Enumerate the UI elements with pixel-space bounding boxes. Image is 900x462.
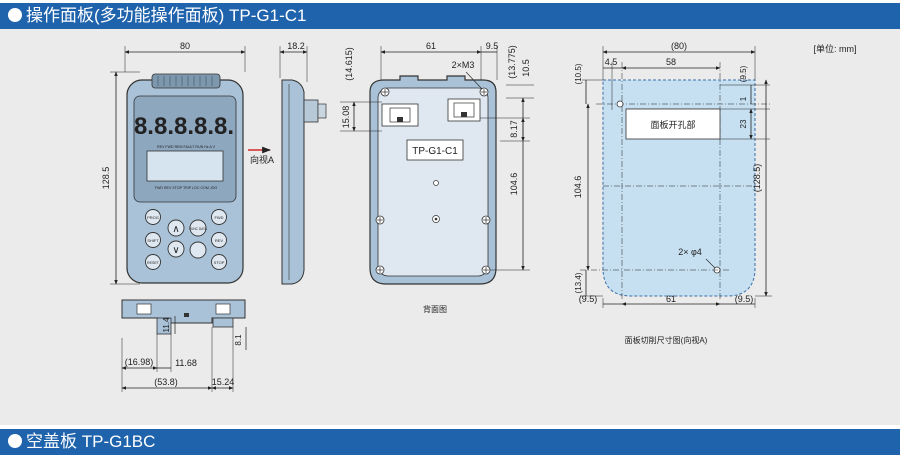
indicator-labels: REV FWD REM FAULT RUN Hz A V — [157, 145, 216, 149]
dim-back-104-6: 104.6 — [509, 173, 519, 196]
dim-cut-9-5-top: (9.5) — [739, 65, 748, 82]
cutout-hole-label: 面板开孔部 — [650, 119, 695, 130]
section-title: 空盖板 TP-G1BC — [26, 432, 156, 451]
dim-cut-1: 1 — [739, 96, 748, 101]
dim-53-8: (53.8) — [154, 377, 178, 387]
rev-key[interactable]: REV — [215, 238, 224, 243]
back-view-caption: 背面图 — [423, 304, 447, 314]
model-label: TP-G1-C1 — [412, 146, 458, 157]
dim-height: 128.5 — [101, 167, 111, 190]
section-header-tp-g1-c1: 操作面板(多功能操作面板) TP-G1-C1 — [0, 3, 900, 29]
status-labels: FWD REV STOP TRIP LOC COM JOG — [155, 186, 218, 190]
dim-cut-9-5-left: (9.5) — [579, 294, 598, 304]
dim-8-17: 8.17 — [509, 120, 519, 138]
holes-label: 2× φ4 — [678, 247, 702, 257]
back-view: 61 9.5 (14.615) (13.775) 10.5 — [340, 41, 534, 314]
up-key[interactable]: ∧ — [172, 224, 179, 235]
dim-cut-58: 58 — [666, 57, 676, 67]
cutout-caption: 面板切削尺寸图(向视A) — [625, 335, 708, 345]
dim-cut-10-5: (10.5) — [574, 63, 583, 84]
side-view: 18.2 — [279, 41, 327, 285]
stop-key[interactable]: STOP — [214, 260, 225, 265]
dim-depth: 18.2 — [287, 41, 305, 51]
keypad: PROG SHIFT RESET ∧ ∨ FUNC DATA FWD REV S… — [145, 209, 227, 270]
dim-cut-104-6: 104.6 — [573, 176, 583, 199]
dim-back-9-5: 9.5 — [486, 41, 499, 51]
dim-cut-128-5: (128.5) — [752, 164, 762, 193]
dim-back-10-5: 10.5 — [521, 59, 531, 77]
dim-cut-23: 23 — [739, 119, 748, 128]
cutout-view: (80) 4.5 58 (9.5) 1 23 (10.5) 面板开孔部 — [573, 41, 772, 345]
func-data-key[interactable]: FUNC DATA — [189, 227, 208, 231]
dim-cut-80: (80) — [671, 41, 687, 51]
section-header-tp-g1bc: 空盖板 TP-G1BC — [0, 429, 900, 455]
dim-cut-9-5-right: (9.5) — [735, 294, 754, 304]
dim-back-61: 61 — [426, 41, 436, 51]
dim-11-68: 11.68 — [175, 358, 197, 368]
dim-8-1: 8.1 — [234, 334, 243, 346]
bottom-view: (16.98) 11.68 (53.8) 15.24 11.4 8.1 — [121, 299, 247, 392]
bullet-icon — [8, 8, 22, 22]
dim-width: 80 — [180, 41, 190, 51]
bullet-icon — [8, 434, 22, 448]
screw-label: 2×M3 — [452, 60, 475, 70]
unit-label: [单位: mm] — [814, 43, 857, 54]
front-view: 80 128.5 8.8.8.8.8. REV FWD REM FAULT RU… — [101, 41, 274, 285]
section-title: 操作面板(多功能操作面板) TP-G1-C1 — [26, 6, 307, 25]
dim-15-08: 15.08 — [341, 106, 351, 129]
lcd-screen — [146, 150, 224, 182]
shift-key[interactable]: SHIFT — [147, 238, 159, 243]
dim-cut-13-4: (13.4) — [574, 272, 583, 293]
down-key[interactable]: ∨ — [172, 245, 179, 256]
fwd-key[interactable]: FWD — [214, 215, 223, 220]
dim-15-24: 15.24 — [212, 377, 235, 387]
view-a-label: 向视A — [250, 154, 274, 165]
dim-cut-61: 61 — [666, 294, 676, 304]
prog-key[interactable]: PROG — [147, 215, 159, 220]
dim-11-4: 11.4 — [162, 317, 171, 333]
dim-cut-4-5: 4.5 — [605, 57, 618, 67]
dim-13-775: (13.775) — [507, 45, 517, 79]
dim-14-615: (14.615) — [344, 47, 354, 81]
led-display: 8.8.8.8.8. — [134, 113, 234, 140]
reset-key[interactable]: RESET — [147, 261, 160, 265]
dim-16-98: (16.98) — [125, 357, 154, 367]
